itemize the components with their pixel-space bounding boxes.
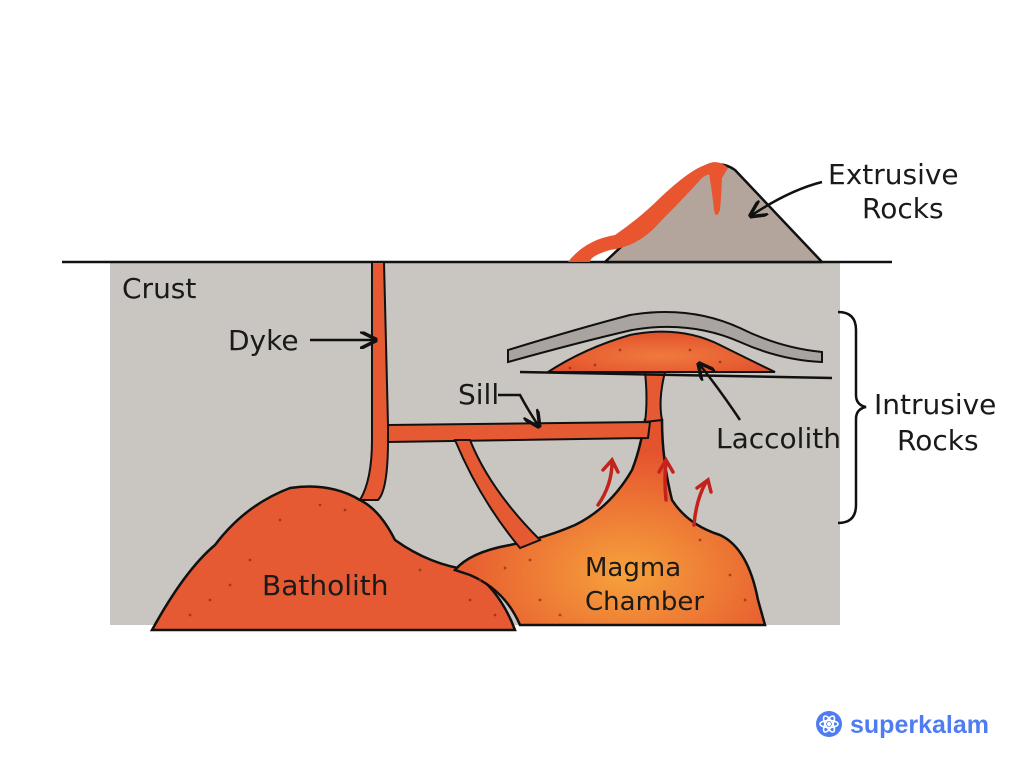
atom-icon: [816, 711, 842, 737]
label-intrusive: Intrusive: [874, 388, 996, 421]
rise-arrow-2: [665, 462, 666, 500]
label-intrusive-rocks: Rocks: [897, 424, 979, 457]
label-laccolith: Laccolith: [716, 422, 841, 455]
brand-name: superkalam: [850, 711, 989, 739]
label-magma: Magma: [585, 553, 681, 583]
label-sill: Sill: [458, 378, 499, 411]
label-dyke: Dyke: [228, 324, 299, 357]
label-batholith: Batholith: [262, 569, 389, 602]
sill: [388, 422, 650, 442]
brand-logo: superkalam: [816, 711, 989, 739]
label-extrusive: Extrusive: [828, 158, 959, 191]
label-extrusive-rocks: Rocks: [862, 192, 944, 225]
label-crust: Crust: [122, 272, 196, 305]
intrusive-brace: [838, 312, 866, 523]
label-magma-chamber: Chamber: [585, 587, 704, 617]
